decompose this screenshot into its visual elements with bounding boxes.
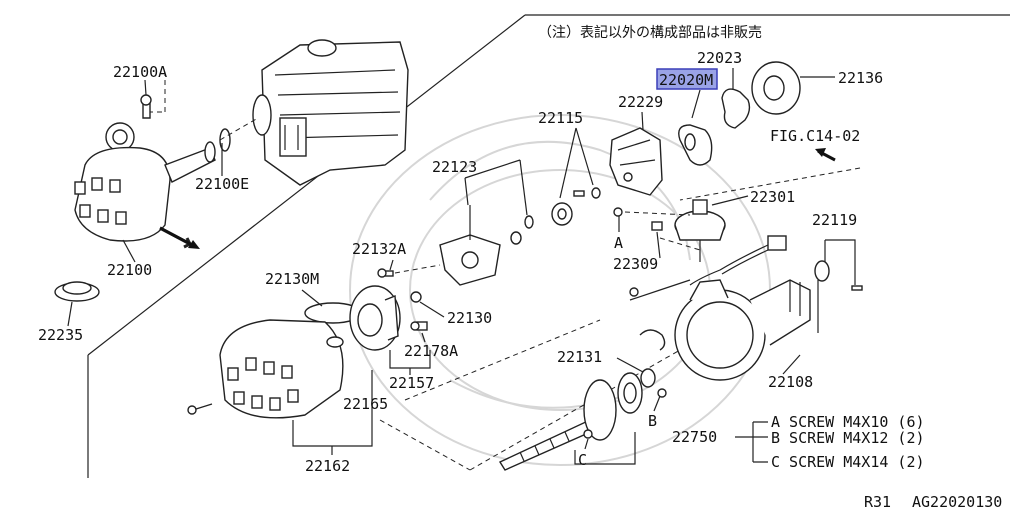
part-22162-cap bbox=[187, 319, 344, 419]
label-22108: 22108 bbox=[768, 373, 813, 391]
screw-b-spec: B SCREW M4X12 (2) bbox=[771, 429, 925, 447]
part-22136-ring bbox=[751, 61, 801, 115]
install-arrow-icon bbox=[159, 226, 197, 249]
label-22165: 22165 bbox=[343, 395, 388, 413]
part-22115-set bbox=[551, 187, 601, 226]
label-22023: 22023 bbox=[697, 49, 742, 67]
footer-code-right: AG22020130 bbox=[912, 493, 1002, 510]
label-22115: 22115 bbox=[538, 109, 583, 127]
distributor-assembly-22100 bbox=[74, 72, 259, 242]
label-22123: 22123 bbox=[432, 158, 477, 176]
screw-a-spec: A SCREW M4X10 (6) bbox=[771, 413, 925, 431]
part-22108-housing bbox=[674, 279, 811, 381]
part-22023-clip bbox=[721, 88, 751, 129]
part-22235-cap bbox=[54, 281, 100, 302]
label-22301: 22301 bbox=[750, 188, 795, 206]
part-22119-set bbox=[814, 260, 863, 291]
wire-clip-plate bbox=[629, 279, 691, 351]
fig-ref-text[interactable]: FIG.C14-02 bbox=[770, 127, 860, 145]
part-22301-vacuum bbox=[674, 199, 726, 262]
label-22309: 22309 bbox=[613, 255, 658, 273]
label-22130: 22130 bbox=[447, 309, 492, 327]
label-22750: 22750 bbox=[672, 428, 717, 446]
note-text: （注）表記以外の構成部品は非販売 bbox=[538, 24, 762, 41]
label-22136: 22136 bbox=[838, 69, 883, 87]
fig-reference: FIG.C14-02 bbox=[679, 127, 860, 201]
label-22130M: 22130M bbox=[265, 270, 319, 288]
label-22119: 22119 bbox=[812, 211, 857, 229]
label-22178A: 22178A bbox=[404, 342, 458, 360]
part-shaft-assembly bbox=[498, 368, 656, 471]
mark-c: C bbox=[578, 451, 587, 469]
wiring-connector bbox=[689, 235, 787, 286]
label-22132A: 22132A bbox=[352, 240, 406, 258]
label-22235: 22235 bbox=[38, 326, 83, 344]
part-22132A-screw bbox=[377, 268, 394, 278]
label-22100: 22100 bbox=[107, 261, 152, 279]
part-22020M-pad bbox=[678, 124, 713, 166]
screw-c-spec: C SCREW M4X14 (2) bbox=[771, 453, 925, 471]
footer-code-left: R31 bbox=[864, 493, 891, 510]
part-22123-rotor bbox=[439, 205, 501, 286]
label-22229: 22229 bbox=[618, 93, 663, 111]
mark-b: B bbox=[648, 412, 657, 430]
label-22157: 22157 bbox=[389, 374, 434, 392]
part-22178A-bolt bbox=[410, 321, 428, 331]
part-22130-screw bbox=[410, 291, 422, 303]
highlight-box bbox=[656, 68, 718, 90]
label-22100E: 22100E bbox=[195, 175, 249, 193]
part-22157-plate bbox=[349, 285, 401, 351]
engine-block bbox=[219, 39, 409, 186]
label-22131: 22131 bbox=[557, 348, 602, 366]
part-22229-module bbox=[609, 127, 663, 196]
label-22162: 22162 bbox=[305, 457, 350, 475]
mark-a-upper: A bbox=[614, 234, 623, 252]
panel-frame bbox=[87, 14, 1010, 478]
label-22100A: 22100A bbox=[113, 63, 167, 81]
part-22123-washers bbox=[510, 215, 534, 245]
label-22020M[interactable]: 22020M bbox=[659, 71, 713, 89]
